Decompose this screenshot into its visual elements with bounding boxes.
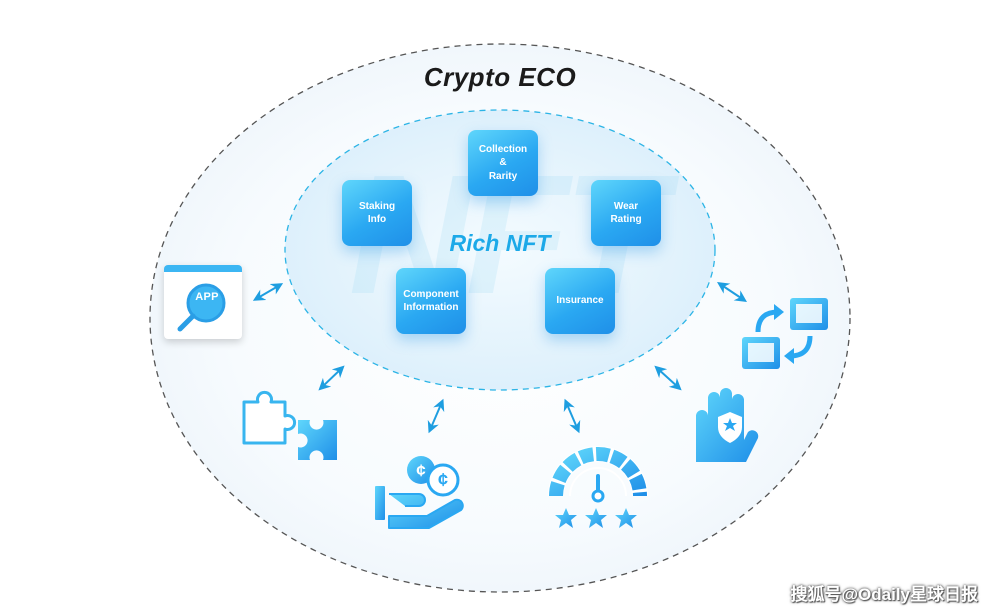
double-arrow-icon bbox=[654, 365, 682, 391]
nft-card-component-information: Component Information bbox=[396, 268, 466, 334]
double-arrow-icon bbox=[563, 398, 581, 434]
svg-text:¢: ¢ bbox=[416, 461, 426, 480]
diagram-title: Crypto ECO bbox=[423, 62, 577, 92]
source-credit: 搜狐号@Odaily星球日报 bbox=[790, 585, 978, 604]
svg-text:¢: ¢ bbox=[438, 470, 448, 490]
nft-card-staking-info: Staking Info bbox=[342, 180, 412, 246]
nft-card-collection-rarity: Collection & Rarity bbox=[468, 130, 538, 196]
nft-card-wear-rating: Wear Rating bbox=[591, 180, 661, 246]
magnifier-icon bbox=[177, 283, 226, 332]
double-arrow-icon bbox=[717, 282, 747, 302]
rating-gauge-stars-icon bbox=[548, 446, 648, 528]
center-label: Rich NFT bbox=[449, 230, 551, 256]
double-arrow-icon bbox=[318, 365, 345, 391]
coins-hand-icon: ¢ ¢ bbox=[375, 456, 464, 529]
double-arrow-icon bbox=[252, 283, 284, 301]
nft-card-insurance: Insurance bbox=[545, 268, 615, 334]
insurance-hand-shield-icon bbox=[696, 388, 759, 462]
puzzle-pieces-icon bbox=[242, 390, 337, 460]
double-arrow-icon bbox=[427, 398, 445, 434]
swap-exchange-icon bbox=[742, 298, 828, 369]
app-icon-label: APP bbox=[195, 291, 219, 303]
